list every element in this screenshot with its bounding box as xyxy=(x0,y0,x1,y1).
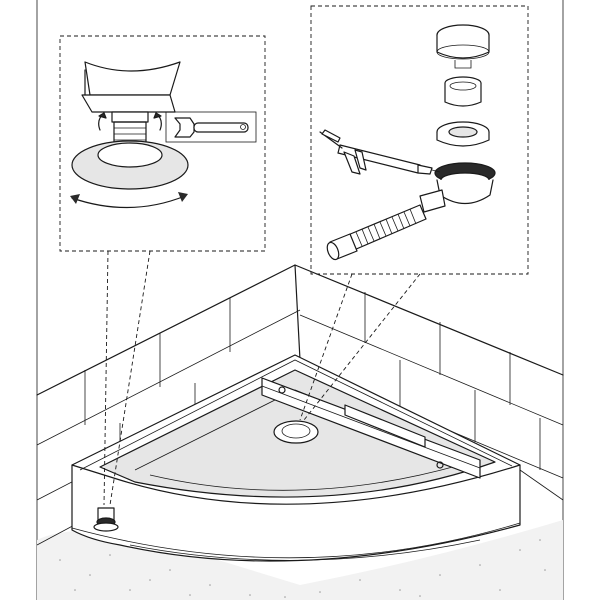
drain-cap-icon xyxy=(436,24,490,69)
caulking-gun-icon xyxy=(319,129,441,175)
wrench-icon xyxy=(165,111,257,143)
callout-leg-adjustment xyxy=(59,35,266,506)
drain-hole-icon xyxy=(273,420,319,444)
drain-flange-icon xyxy=(436,121,490,147)
support-frame-icon xyxy=(261,377,481,479)
adjustable-foot-icon xyxy=(93,507,119,532)
drain-body-icon xyxy=(419,162,496,213)
drain-detail xyxy=(319,24,496,261)
drain-sleeve-icon xyxy=(444,76,482,107)
leg-detail xyxy=(70,61,257,209)
flexible-hose-icon xyxy=(326,204,427,261)
floor-icon xyxy=(37,520,563,600)
callout-drain-assembly xyxy=(299,5,529,421)
rotate-arrows-icon xyxy=(71,195,186,209)
